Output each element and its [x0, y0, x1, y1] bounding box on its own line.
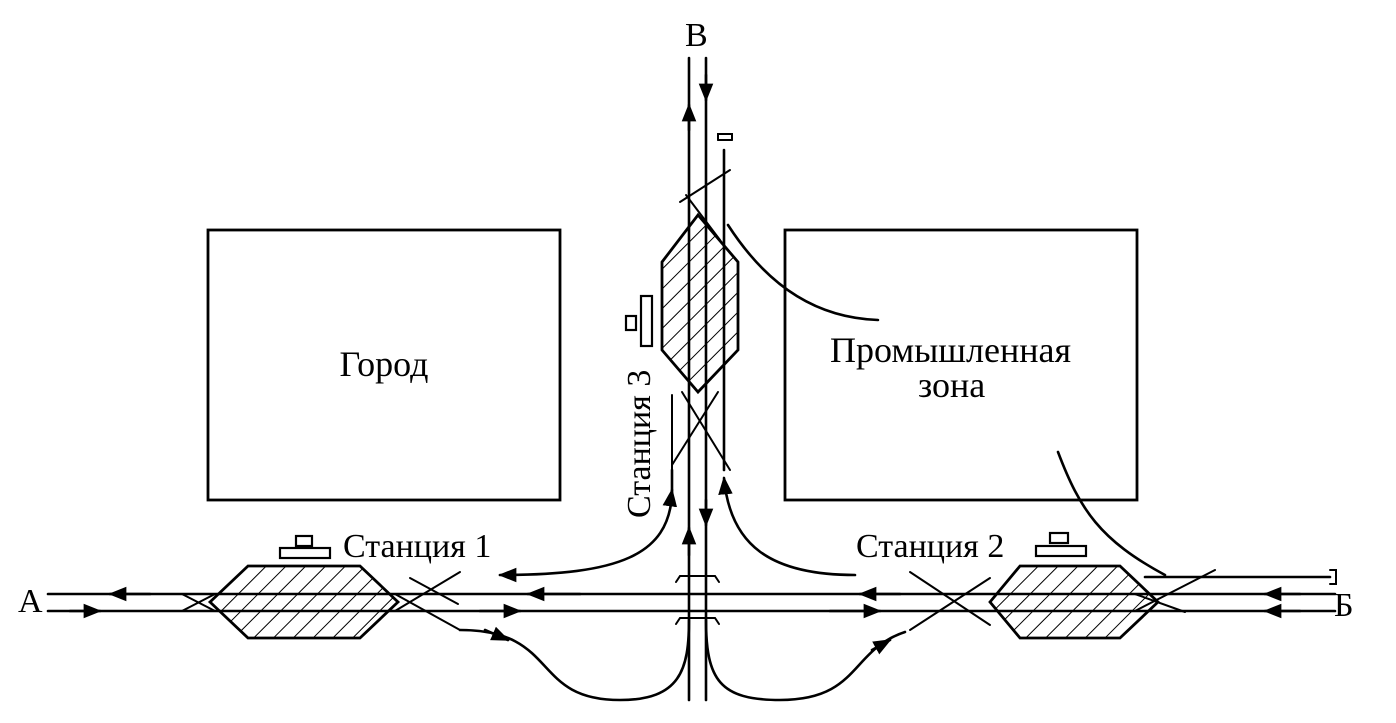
station-1-label: Станция 1 [343, 528, 491, 565]
city-label: Город [340, 344, 429, 384]
station-2-yard [988, 564, 1161, 640]
station-3-yard [660, 212, 740, 395]
industrial-zone-block [783, 228, 1139, 502]
station-1-yard [207, 564, 401, 640]
station-3-label: Станция 3 [621, 370, 658, 518]
connecting-curves [458, 223, 1167, 702]
station-3 [624, 169, 740, 471]
endpoint-b-label: Б [1334, 587, 1354, 624]
station-2 [909, 531, 1216, 640]
endpoint-v-label: В [685, 17, 708, 54]
city-block [206, 228, 562, 502]
station-1 [181, 534, 461, 640]
station-2-label: Станция 2 [856, 528, 1004, 565]
overpass-marker [675, 575, 720, 625]
industrial-zone-label-line2: зона [918, 365, 985, 405]
endpoint-a-label: А [18, 583, 43, 620]
industrial-zone-label-line1: Промышленная [830, 330, 1071, 370]
